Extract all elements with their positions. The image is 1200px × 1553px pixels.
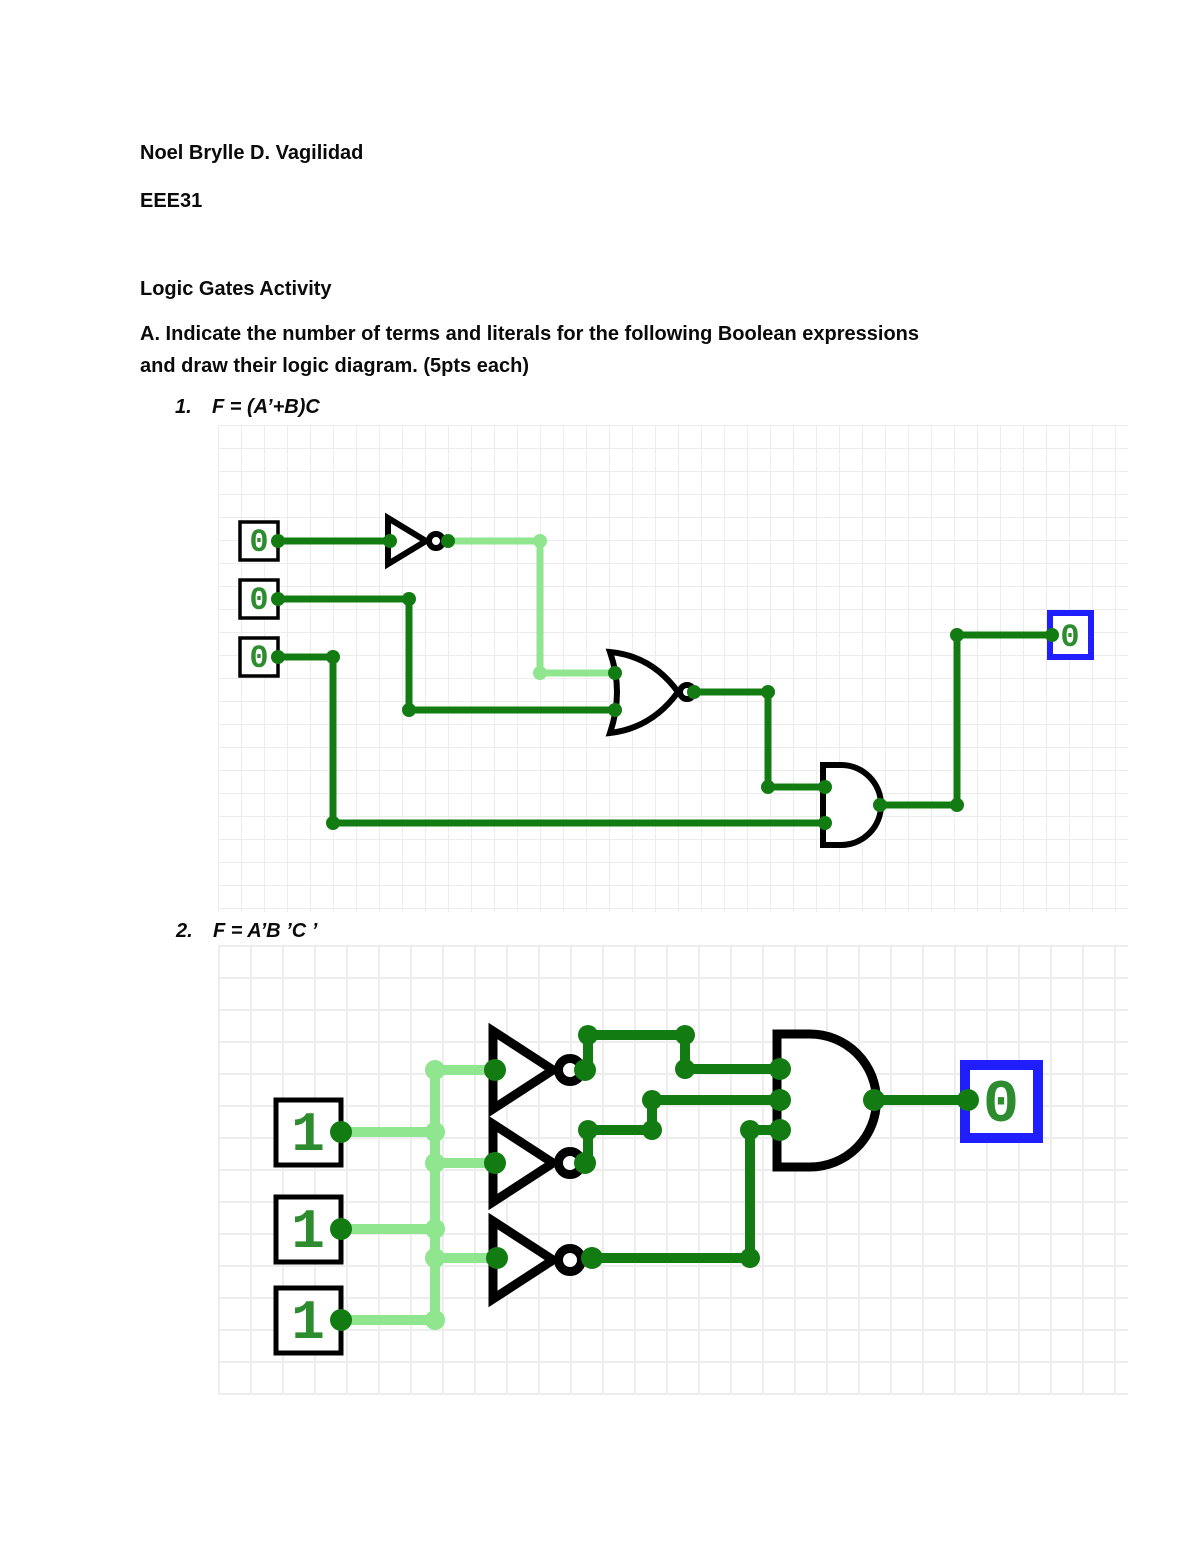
junction-dot <box>950 628 964 642</box>
terminal-dot <box>863 1089 885 1111</box>
output-state: 0 <box>1060 619 1079 656</box>
problem-2-number: 2. <box>176 920 193 942</box>
junction-dot <box>425 1219 445 1239</box>
terminal-dot <box>687 685 701 699</box>
wire <box>694 688 825 791</box>
junction-dot <box>425 1248 445 1268</box>
terminal-dot <box>330 1309 352 1331</box>
input-switch <box>273 1194 344 1265</box>
junction-dot <box>533 534 547 548</box>
terminal-dot <box>383 534 397 548</box>
terminal-dot <box>574 1059 596 1081</box>
terminal-dot <box>484 1152 506 1174</box>
terminal-dot <box>441 534 455 548</box>
junction-dot <box>675 1025 695 1045</box>
terminal-dot <box>818 816 832 830</box>
terminal-dot <box>957 1089 979 1111</box>
input-state: 1 <box>291 1103 325 1167</box>
terminal-dot <box>769 1058 791 1080</box>
junction-dot <box>425 1122 445 1142</box>
junction-dot <box>642 1090 662 1110</box>
terminal-dot <box>271 650 285 664</box>
and-gate <box>772 1029 881 1172</box>
junction-dot <box>950 798 964 812</box>
input-state: 1 <box>291 1291 325 1355</box>
junction-dot <box>578 1025 598 1045</box>
junction-dot <box>402 703 416 717</box>
wire <box>592 1125 780 1263</box>
instruction-line-1: A. Indicate the number of terms and lite… <box>140 323 920 345</box>
terminal-dot <box>271 592 285 606</box>
terminal-dot <box>608 666 622 680</box>
not-gate-bubble-icon <box>426 531 446 551</box>
input-switch <box>273 1097 344 1168</box>
problem-1-number: 1. <box>175 396 192 418</box>
nor-gate <box>605 648 682 737</box>
output-state: 0 <box>983 1072 1019 1140</box>
wire <box>278 653 825 827</box>
instruction-line-2: and draw their logic diagram. (5pts each… <box>140 355 529 377</box>
junction-dot <box>740 1248 760 1268</box>
junction-dot <box>761 685 775 699</box>
junction-dot <box>425 1153 445 1173</box>
junction-dot <box>326 816 340 830</box>
junction-dot <box>740 1120 760 1140</box>
logic-diagram-1: 0 0 0 0 <box>218 425 1128 912</box>
wire <box>278 595 615 714</box>
input-state: 0 <box>249 524 268 561</box>
problem-2-expression: F = A’B ’C ’ <box>213 920 318 942</box>
junction-dot <box>761 780 775 794</box>
terminal-dot <box>484 1059 506 1081</box>
junction-dot <box>326 650 340 664</box>
activity-title: Logic Gates Activity <box>140 278 332 300</box>
course-code: EEE31 <box>140 190 203 212</box>
junction-dot <box>425 1310 445 1330</box>
input-state: 0 <box>249 640 268 677</box>
terminal-dot <box>608 703 622 717</box>
terminal-dot <box>574 1152 596 1174</box>
junction-dot <box>425 1060 445 1080</box>
junction-dot <box>675 1059 695 1079</box>
terminal-dot <box>769 1119 791 1141</box>
problem-1-expression: F = (A’+B)C <box>212 396 320 418</box>
wire <box>448 537 615 677</box>
wire <box>880 631 1052 809</box>
logic-diagram-1-canvas: 0 0 0 0 <box>238 512 1094 848</box>
input-state: 0 <box>249 582 268 619</box>
junction-dot <box>642 1120 662 1140</box>
junction-dot <box>533 666 547 680</box>
terminal-dot <box>330 1121 352 1143</box>
junction-dot <box>402 592 416 606</box>
terminal-dot <box>769 1089 791 1111</box>
not-gate-bubble-icon <box>554 1244 586 1276</box>
author-name: Noel Brylle D. Vagilidad <box>140 142 364 164</box>
problem-2: 2. F = A’B ’C ’ <box>176 920 317 943</box>
terminal-dot <box>1045 628 1059 642</box>
logic-diagram-2-canvas: 1 1 1 0 <box>273 1022 1043 1356</box>
terminal-dot <box>581 1247 603 1269</box>
junction-dot <box>578 1120 598 1140</box>
terminal-dot <box>486 1247 508 1269</box>
terminal-dot <box>271 534 285 548</box>
terminal-dot <box>873 798 887 812</box>
problem-1: 1. F = (A’+B)C <box>175 396 320 419</box>
input-state: 1 <box>291 1200 325 1264</box>
and-gate <box>820 762 884 848</box>
logic-diagram-2: 1 1 1 0 <box>218 945 1128 1395</box>
terminal-dot <box>330 1218 352 1240</box>
terminal-dot <box>818 780 832 794</box>
